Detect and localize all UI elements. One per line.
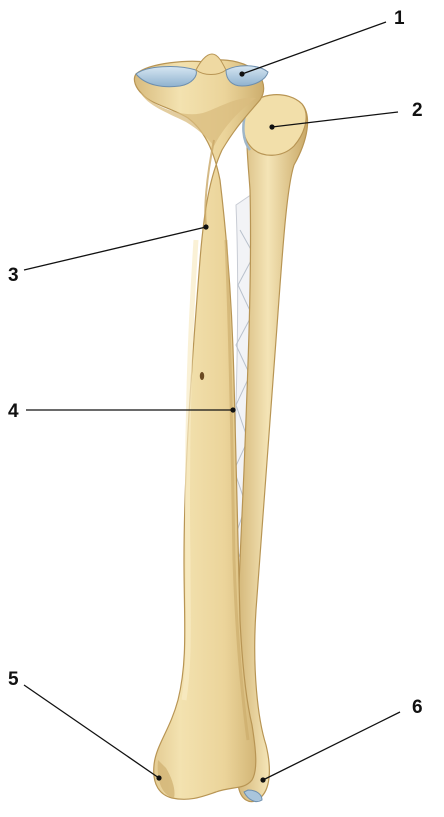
leader-dot-2 <box>269 124 274 129</box>
callout-number-4: 4 <box>8 401 19 422</box>
leader-dot-5 <box>156 775 161 780</box>
callout-number-3: 3 <box>8 265 19 286</box>
callout-number-1: 1 <box>394 8 405 29</box>
leader-line-6 <box>263 712 400 780</box>
leader-line-3 <box>24 227 206 270</box>
leader-dot-3 <box>203 224 208 229</box>
intercondylar-eminence <box>196 54 226 75</box>
callout-number-2: 2 <box>412 100 423 121</box>
nutrient-foramen <box>200 372 204 380</box>
leader-dot-1 <box>239 71 244 76</box>
leader-line-1 <box>242 22 386 74</box>
callout-number-5: 5 <box>8 669 19 690</box>
leader-line-5 <box>24 685 159 778</box>
leader-dot-4 <box>230 407 235 412</box>
callout-number-6: 6 <box>412 697 423 718</box>
leader-dot-6 <box>260 777 265 782</box>
